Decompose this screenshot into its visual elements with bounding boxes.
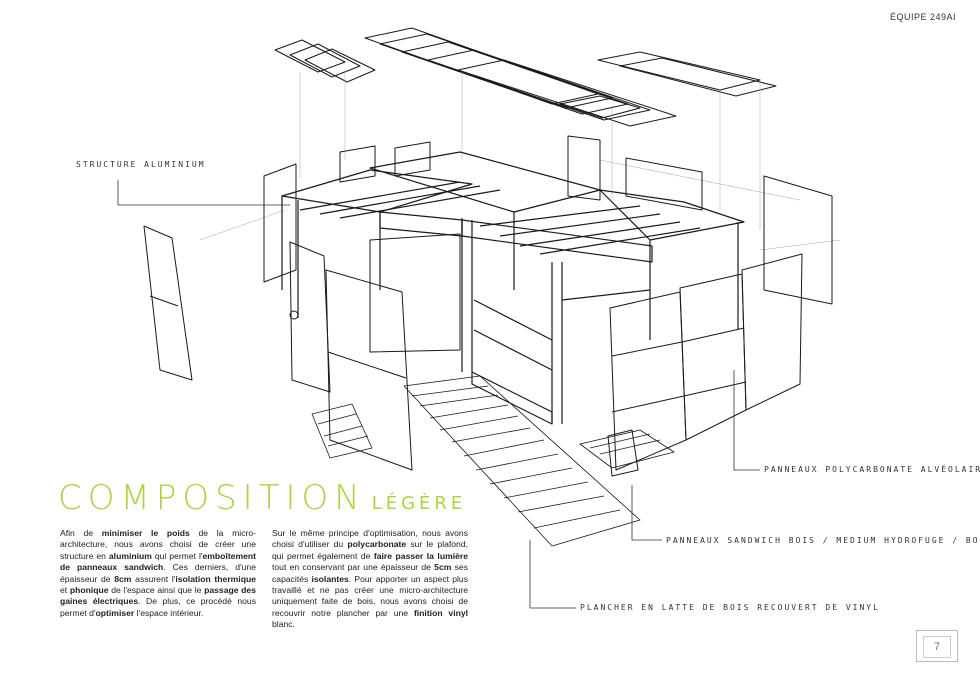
- callout-plancher: PLANCHER EN LATTE DE BOIS RECOUVERT DE V…: [580, 603, 880, 612]
- text-column-1: Afin de minimiser le poids de la micro-a…: [60, 528, 256, 619]
- title-sub: LÉGÈRE: [371, 493, 467, 514]
- col1-segment: 8cm: [114, 573, 132, 584]
- col1-segment: et: [60, 585, 70, 596]
- col1-segment: assurent l': [131, 573, 176, 584]
- col1-segment: l'espace intérieur.: [134, 607, 204, 618]
- col1-segment: Afin de: [60, 528, 102, 538]
- team-label: ÉQUIPE 249AI: [889, 12, 956, 22]
- col2-segment: blanc.: [272, 619, 295, 630]
- col2-segment: sur le plafond, qui permet également de: [272, 539, 469, 561]
- col2-segment: faire passer la lumière: [373, 550, 468, 561]
- col2-segment: Sur le même principe d'optimisation, nou…: [272, 528, 468, 550]
- col1-segment: phonique: [69, 585, 109, 596]
- page-number: 7: [923, 636, 951, 658]
- page-number-box: 7: [916, 630, 958, 662]
- col2-segment: 5cm: [434, 562, 452, 573]
- col1-segment: passage des gaines électriques: [60, 585, 256, 607]
- col2-segment: . Pour apporter un aspect plus travaillé…: [272, 573, 468, 618]
- col1-segment: . Ces derniers, d'une épaisseur de: [60, 562, 256, 584]
- col2-segment: polycarbonate: [347, 539, 407, 550]
- col2-segment: tout en conservant par une épaisseur de: [272, 562, 435, 573]
- callout-structure: STRUCTURE ALUMINIUM: [76, 160, 206, 169]
- col1-segment: isolation thermique: [175, 573, 256, 584]
- col2-segment: finition vinyl: [413, 607, 468, 618]
- title-main: COMPOSITION: [58, 478, 366, 518]
- col2-segment: isolantes: [311, 573, 349, 584]
- col1-segment: qui permet l': [151, 550, 203, 561]
- roof-panels: [274, 27, 777, 127]
- callout-polycarbonate: PANNEAUX POLYCARBONATE ALVÉOLAIRE: [764, 465, 980, 474]
- col1-segment: aluminium: [108, 550, 152, 561]
- col2-segment: ses capacités: [272, 562, 468, 584]
- col1-segment: de l'espace ainsi que le: [108, 585, 205, 596]
- callout-sandwich: PANNEAUX SANDWICH BOIS / MEDIUM HYDROFUG…: [666, 536, 980, 545]
- col1-segment: minimiser le poids: [101, 528, 190, 538]
- col1-segment: optimiser: [95, 607, 135, 618]
- text-column-2: Sur le même principe d'optimisation, nou…: [272, 528, 468, 631]
- col1-segment: emboîtement de panneaux sandwich: [60, 550, 256, 573]
- col1-segment: . De plus, ce procédé nous permet d': [60, 596, 256, 618]
- col1-segment: de la micro-architecture, nous avons cho…: [60, 528, 256, 561]
- floor-planks: [311, 375, 675, 547]
